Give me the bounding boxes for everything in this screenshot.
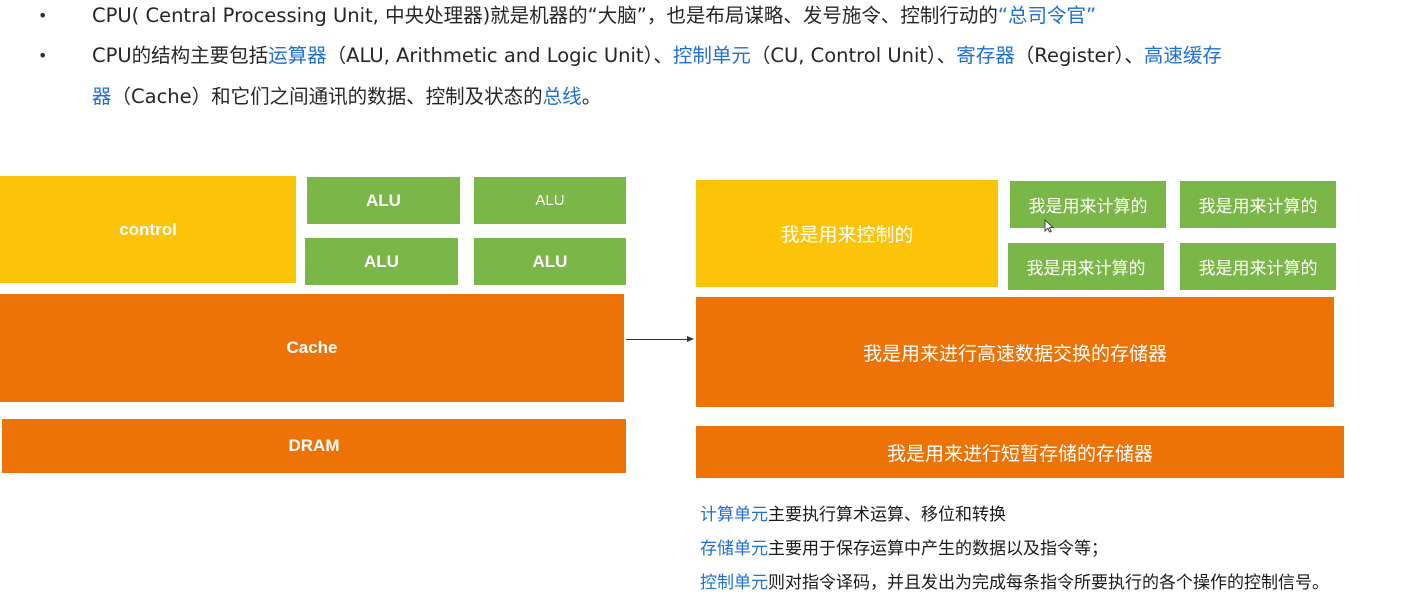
term-bus: 总线	[542, 85, 582, 108]
control-block: 我是用来控制的	[696, 180, 998, 287]
bullet-line-1: CPU( Central Processing Unit, 中央处理器)就是机器…	[92, 3, 1096, 29]
alu-block: 我是用来计算的	[1010, 181, 1166, 228]
note-term: 控制单元	[700, 573, 768, 593]
alu-block: 我是用来计算的	[1180, 243, 1336, 290]
bullet-2-text: CPU的结构主要包括	[92, 44, 269, 67]
bullet-line-2-continuation: 器（Cache）和它们之间通讯的数据、控制及状态的总线。	[92, 84, 601, 110]
alu-block: ALU	[474, 177, 626, 224]
cache-block: Cache	[0, 294, 624, 402]
alu-label: 我是用来计算的	[1026, 259, 1146, 279]
control-block: control	[0, 176, 296, 283]
alu-label: 我是用来计算的	[1198, 259, 1318, 279]
cache-label: 我是用来进行高速数据交换的存储器	[862, 342, 1167, 365]
term-control-unit: 控制单元	[672, 44, 751, 67]
note-text: 主要执行算术运算、移位和转换	[768, 505, 1006, 525]
note-compute-unit: 计算单元主要执行算术运算、移位和转换	[700, 504, 1006, 526]
term-alu: 运算器	[268, 44, 327, 67]
control-label: 我是用来控制的	[780, 224, 914, 246]
dram-label: 我是用来进行短暂存储的存储器	[886, 442, 1153, 465]
alu-block: ALU	[307, 177, 460, 224]
dram-label: DRAM	[288, 436, 340, 455]
bullet-2-text: （ALU, Arithmetic and Logic Unit）、	[326, 44, 673, 67]
bullet-2-text: （Cache）和它们之间通讯的数据、控制及状态的	[111, 85, 543, 108]
dram-block: DRAM	[2, 419, 626, 473]
term-cache-tail: 器	[92, 85, 112, 108]
alu-block: ALU	[305, 238, 458, 285]
bullet-line-2: CPU的结构主要包括运算器（ALU, Arithmetic and Logic …	[92, 43, 1222, 69]
cache-block: 我是用来进行高速数据交换的存储器	[696, 297, 1334, 407]
bullet-dot-icon: •	[38, 46, 48, 65]
note-storage-unit: 存储单元主要用于保存运算中产生的数据以及指令等；	[700, 538, 1108, 560]
alu-label: ALU	[364, 251, 399, 271]
alu-block: ALU	[474, 238, 626, 285]
alu-label: ALU	[535, 192, 565, 209]
bullet-dot-icon: •	[38, 6, 48, 25]
note-term: 计算单元	[700, 505, 768, 525]
bullet-2-text: （Register）、	[1014, 44, 1144, 67]
alu-block: 我是用来计算的	[1008, 243, 1164, 290]
note-term: 存储单元	[700, 539, 768, 559]
cache-label: Cache	[286, 338, 338, 357]
term-cache: 高速缓存	[1143, 44, 1222, 67]
arrow-right-icon	[626, 339, 688, 340]
alu-block: 我是用来计算的	[1180, 181, 1336, 228]
bullet-2-text: 。	[581, 85, 602, 108]
alu-label: ALU	[532, 251, 568, 271]
note-text: 则对指令译码，并且发出为完成每条指令所要执行的各个操作的控制信号。	[768, 573, 1329, 593]
alu-label: ALU	[366, 190, 401, 210]
bullet-2-text: （CU, Control Unit）、	[750, 44, 957, 67]
note-text: 主要用于保存运算中产生的数据以及指令等；	[768, 539, 1108, 559]
arrow-head	[687, 336, 694, 342]
dram-block: 我是用来进行短暂存储的存储器	[696, 426, 1344, 478]
bullet-1-text: CPU( Central Processing Unit, 中央处理器)就是机器…	[92, 4, 998, 27]
alu-label: 我是用来计算的	[1028, 197, 1148, 217]
term-register: 寄存器	[956, 44, 1015, 67]
note-control-unit: 控制单元则对指令译码，并且发出为完成每条指令所要执行的各个操作的控制信号。	[700, 572, 1329, 594]
bullet-1-highlight: “总司令官”	[997, 4, 1097, 27]
alu-label: 我是用来计算的	[1198, 197, 1318, 217]
control-label: control	[119, 219, 177, 239]
mouse-cursor-icon	[1044, 219, 1054, 233]
